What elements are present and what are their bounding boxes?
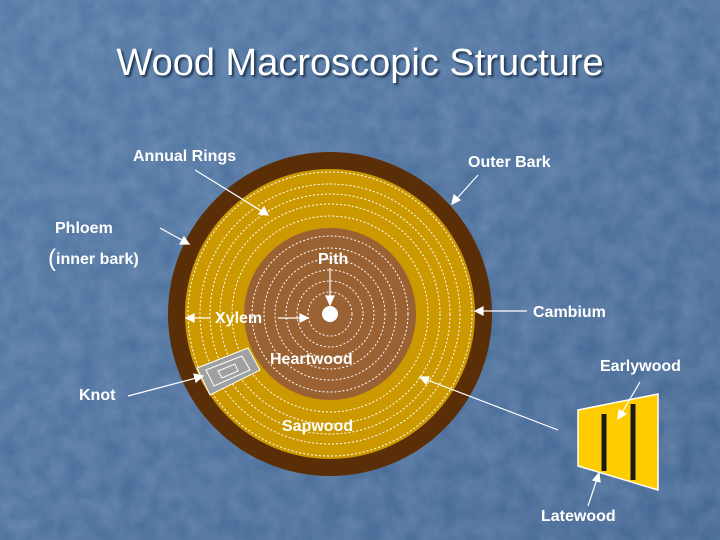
label-annual-rings: Annual Rings xyxy=(133,148,237,165)
pith-dot xyxy=(322,306,338,322)
label-cambium: Cambium xyxy=(533,304,606,321)
label-pith: Pith xyxy=(318,251,349,268)
label-phloem-sub-text: inner bark) xyxy=(56,251,139,268)
knot-shape xyxy=(196,347,261,396)
earlywood-latewood-block xyxy=(577,393,659,492)
annual-ring-lines xyxy=(187,171,473,457)
slide-title: Wood Macroscopic Structure xyxy=(116,42,604,84)
label-phloem-paren: ( xyxy=(48,245,56,272)
label-xylem: Xylem xyxy=(215,310,263,327)
label-latewood: Latewood xyxy=(541,508,616,525)
label-phloem-sub: (inner bark) xyxy=(48,245,139,273)
label-heartwood: Heartwood xyxy=(270,351,353,368)
heartwood-ring-lines xyxy=(251,235,409,393)
label-sapwood: Sapwood xyxy=(282,418,354,435)
label-earlywood: Earlywood xyxy=(600,358,681,375)
leader-lines xyxy=(127,169,641,507)
label-knot: Knot xyxy=(79,387,116,404)
label-phloem: Phloem xyxy=(55,220,113,237)
label-outer-bark: Outer Bark xyxy=(468,154,551,171)
